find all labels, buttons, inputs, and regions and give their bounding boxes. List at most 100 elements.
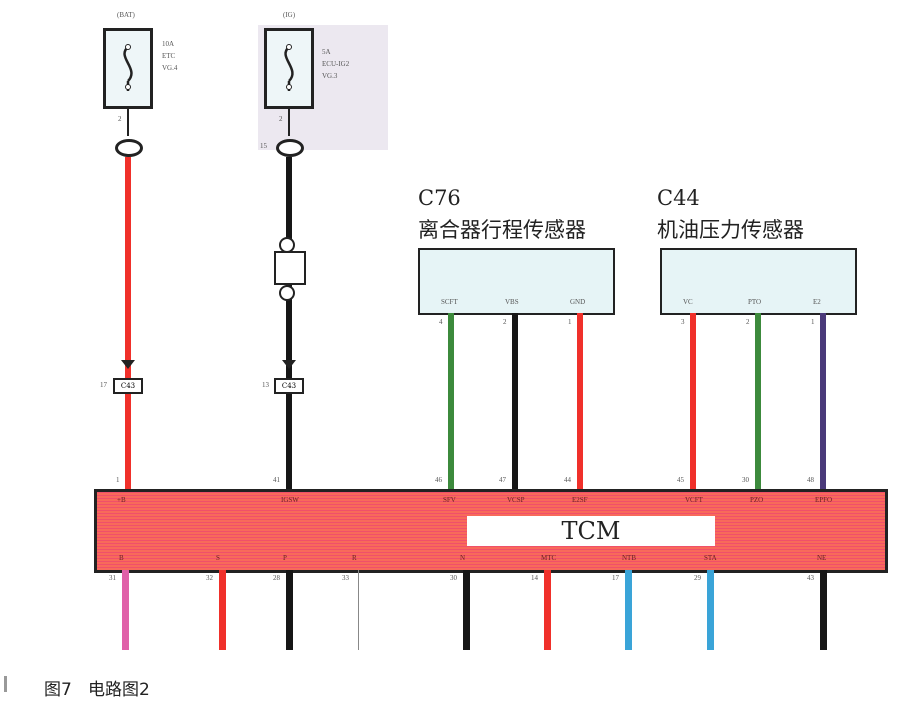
- oil-pressure-sensor: [660, 248, 857, 315]
- sensor-wire: [690, 313, 696, 490]
- arrow-left: [121, 360, 135, 369]
- tcm-pin-number: 44: [564, 476, 571, 484]
- bat-fuse: [103, 28, 153, 109]
- tcm-output-wire: [285, 570, 293, 650]
- tcm-output-wire: [543, 570, 551, 650]
- sensor-pin-number: 1: [568, 318, 572, 326]
- tcm-top-pin: VCFT: [685, 496, 703, 504]
- ig-connector-number: 15: [260, 142, 267, 150]
- tcm-bottom-number: 17: [612, 574, 619, 582]
- ig-lead: [288, 106, 290, 136]
- inline-pin-left: 17: [100, 381, 107, 389]
- wire-red-bat: [125, 157, 131, 490]
- tcm-top-pin: E2SF: [572, 496, 588, 504]
- tcm-bottom-pin: N: [460, 554, 466, 562]
- splice-bottom: [279, 285, 295, 301]
- tcm-bottom-number: 31: [109, 574, 116, 582]
- tcm-bottom-pin: STA: [704, 554, 717, 562]
- tcm-bottom-pin: R: [352, 554, 357, 562]
- sensor-wire: [577, 313, 583, 490]
- tcm-bottom-pin: B: [119, 554, 124, 562]
- inline-connector-right: C43: [274, 378, 304, 394]
- tcm-output-wire: [357, 570, 359, 650]
- tcm-top-pin: VCSP: [507, 496, 525, 504]
- bat-fuse-ref: VG.4: [162, 64, 178, 72]
- sensor-wire: [512, 313, 518, 490]
- tcm-top-pin: IGSW: [281, 496, 299, 504]
- tcm-top-pin: +B: [117, 496, 126, 504]
- sensor-pin-number: 2: [503, 318, 507, 326]
- bat-lead: [127, 106, 129, 136]
- figure-caption: 图7 电路图2: [44, 675, 150, 700]
- tcm-pin-number: 48: [807, 476, 814, 484]
- sensor-pin-label: VBS: [505, 298, 519, 306]
- sensor-pin-number: 2: [746, 318, 750, 326]
- tcm-top-pin: EPFO: [815, 496, 833, 504]
- tcm-bottom-number: 30: [450, 574, 457, 582]
- sensor-pin-label: E2: [813, 298, 821, 306]
- ig-pin: 2: [279, 115, 283, 123]
- tcm-pin-number: 47: [499, 476, 506, 484]
- sensor-pin-label: SCFT: [441, 298, 458, 306]
- tcm-bottom-number: 14: [531, 574, 538, 582]
- wire-black-ig: [286, 157, 292, 490]
- tcm-bottom-number: 29: [694, 574, 701, 582]
- sensor-wire: [820, 313, 826, 490]
- fuse-icon: [284, 44, 294, 91]
- sensor-name: 离合器行程传感器: [418, 218, 586, 242]
- sensor-pin-number: 3: [681, 318, 685, 326]
- tcm-bottom-number: 28: [273, 574, 280, 582]
- tcm-bottom-number: 43: [807, 574, 814, 582]
- tcm-output-wire: [218, 570, 226, 650]
- sensor-wire: [448, 313, 454, 490]
- ig-fuse-ref: VG.3: [322, 72, 338, 80]
- inline-pin-right: 13: [262, 381, 269, 389]
- bat-connector: [115, 139, 143, 157]
- ig-connector: [276, 139, 304, 157]
- sensor-name: 机油压力传感器: [657, 218, 804, 242]
- sensor-wire: [755, 313, 761, 490]
- bat-fuse-rating: 10A: [162, 40, 175, 48]
- ig-fuse: [264, 28, 314, 109]
- tcm-top-pin: SFV: [443, 496, 456, 504]
- tcm-bottom-pin: MTC: [541, 554, 557, 562]
- sensor-pin-number: 4: [439, 318, 443, 326]
- tcm-pin-number: 45: [677, 476, 684, 484]
- tcm-bottom-pin: P: [283, 554, 287, 562]
- ig-fuse-name: ECU-IG2: [322, 60, 350, 68]
- tcm-output-wire: [462, 570, 470, 650]
- tcm-output-wire: [706, 570, 714, 650]
- tcm-top-pin: PZO: [750, 496, 764, 504]
- tcm-label: TCM: [561, 517, 621, 545]
- sensor-pin-label: PTO: [748, 298, 762, 306]
- bat-fuse-name: ETC: [162, 52, 176, 60]
- margin-mark: [4, 676, 7, 692]
- ig-fuse-rating: 5A: [322, 48, 331, 56]
- figure-number: 图7: [44, 680, 72, 700]
- tcm-bottom-number: 33: [342, 574, 349, 582]
- sensor-id: C76: [418, 186, 461, 210]
- sensor-pin-number: 1: [811, 318, 815, 326]
- tcm-pin-num: 1: [116, 476, 120, 484]
- inline-component: [274, 251, 306, 285]
- arrow-right: [282, 360, 296, 369]
- tcm-label-box: TCM: [467, 516, 715, 546]
- fuse-icon: [123, 44, 133, 91]
- tcm-bottom-pin: S: [216, 554, 220, 562]
- inline-connector-left: C43: [113, 378, 143, 394]
- figure-title: 电路图2: [88, 680, 150, 700]
- sensor-id: C44: [657, 186, 700, 210]
- bat-supply-label: (BAT): [117, 11, 135, 19]
- ig-supply-label: (IG): [283, 11, 296, 19]
- tcm-output-wire: [819, 570, 827, 650]
- sensor-pin-label: GND: [570, 298, 586, 306]
- sensor-pin-label: VC: [683, 298, 693, 306]
- tcm-bottom-number: 32: [206, 574, 213, 582]
- tcm-output-wire: [121, 570, 129, 650]
- tcm-pin-number: 30: [742, 476, 749, 484]
- bat-pin: 2: [118, 115, 122, 123]
- tcm-pin-num: 41: [273, 476, 280, 484]
- tcm-bottom-pin: NE: [817, 554, 827, 562]
- tcm-output-wire: [624, 570, 632, 650]
- tcm-bottom-pin: NTB: [622, 554, 636, 562]
